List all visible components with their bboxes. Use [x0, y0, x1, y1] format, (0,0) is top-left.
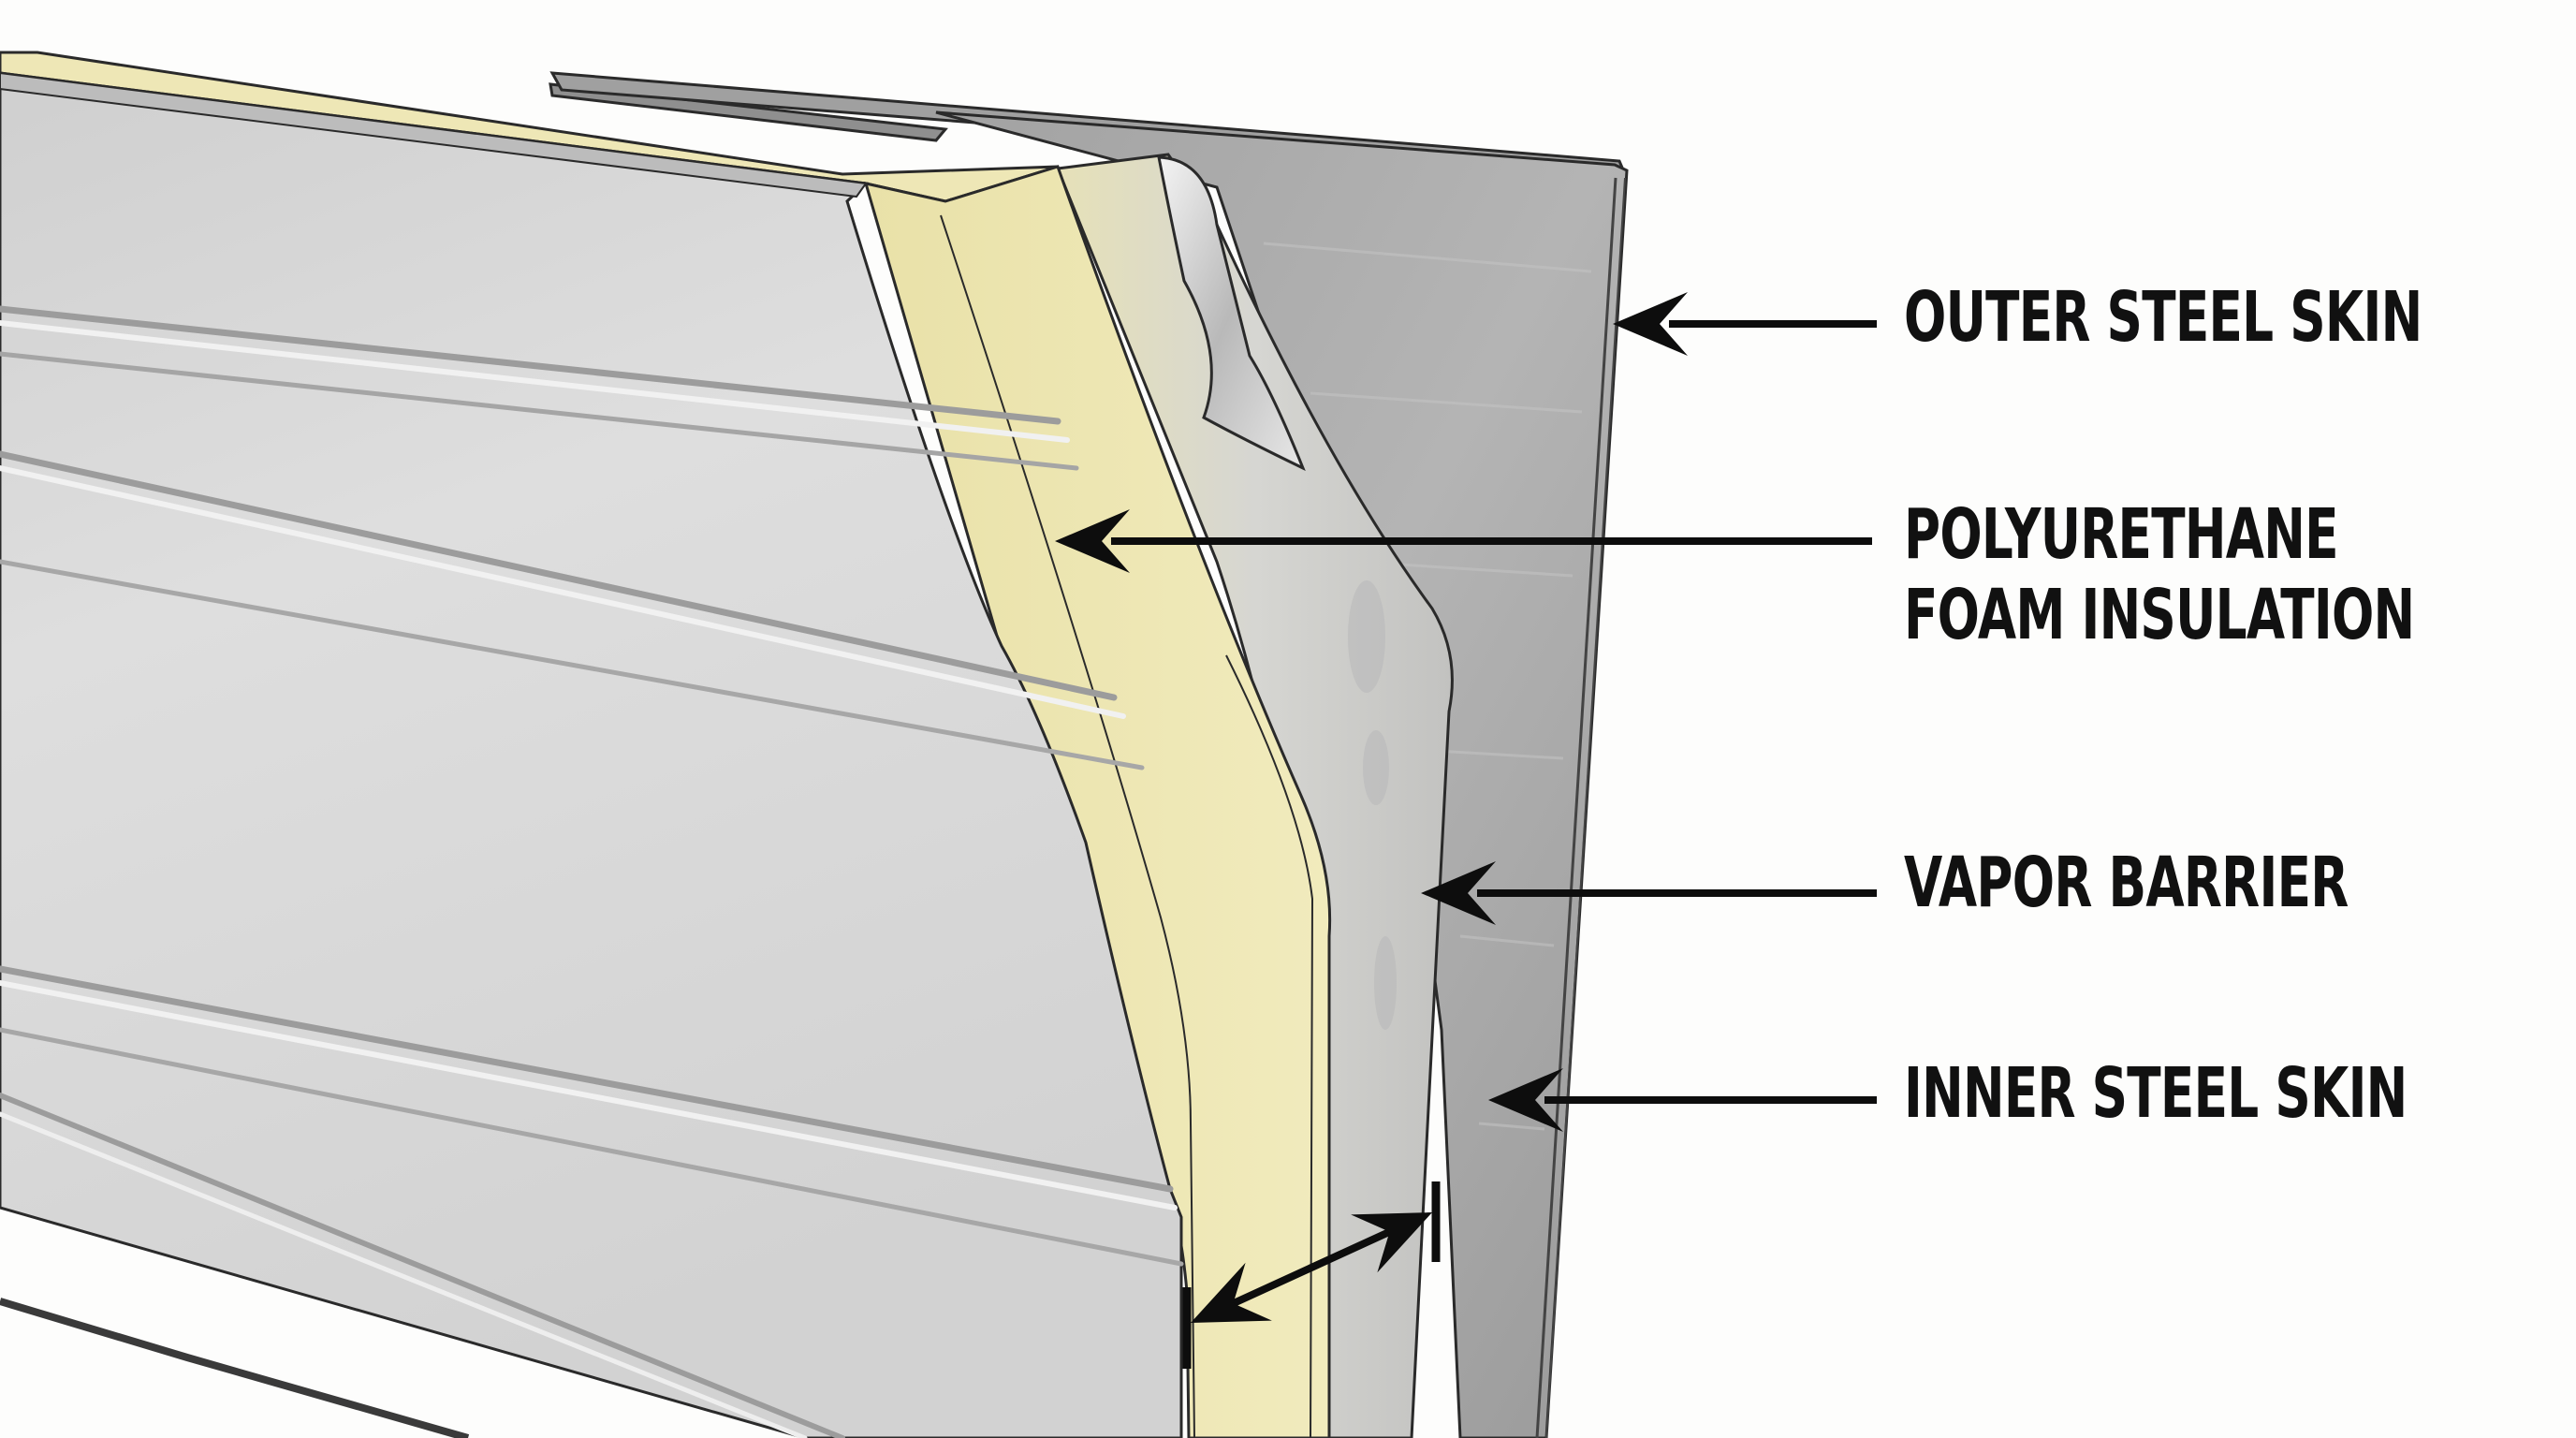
vapor-barrier: [1055, 153, 1454, 1438]
panel-grooves: [0, 305, 1184, 1438]
arrowhead-icon: [1055, 509, 1130, 573]
label-vapor-barrier: VAPOR BARRIER: [1904, 843, 2349, 923]
outer-steel-skin: [0, 71, 1184, 1438]
label-outer-steel-skin: OUTER STEEL SKIN: [1904, 277, 2422, 358]
arrowhead-icon: [1613, 292, 1688, 356]
label-polyurethane-foam-insulation: POLYURETHANE FOAM INSULATION: [1904, 494, 2415, 655]
label-text: POLYURETHANE: [1904, 494, 2339, 575]
label-inner-steel-skin: INNER STEEL SKIN: [1904, 1053, 2408, 1134]
leader-arrows: [1055, 292, 1877, 1132]
polyurethane-foam-core: [0, 51, 1332, 1438]
thickness-dimension-arrow: [1182, 1181, 1441, 1369]
label-text: VAPOR BARRIER: [1904, 843, 2349, 923]
arrowhead-icon: [1421, 861, 1496, 925]
arrowhead-icon: [1191, 1262, 1272, 1323]
arrowhead-icon: [1488, 1068, 1563, 1132]
label-text: OUTER STEEL SKIN: [1904, 277, 2422, 358]
arrowhead-icon: [1351, 1212, 1432, 1273]
label-text: INNER STEEL SKIN: [1904, 1053, 2408, 1134]
label-text: FOAM INSULATION: [1904, 575, 2415, 655]
